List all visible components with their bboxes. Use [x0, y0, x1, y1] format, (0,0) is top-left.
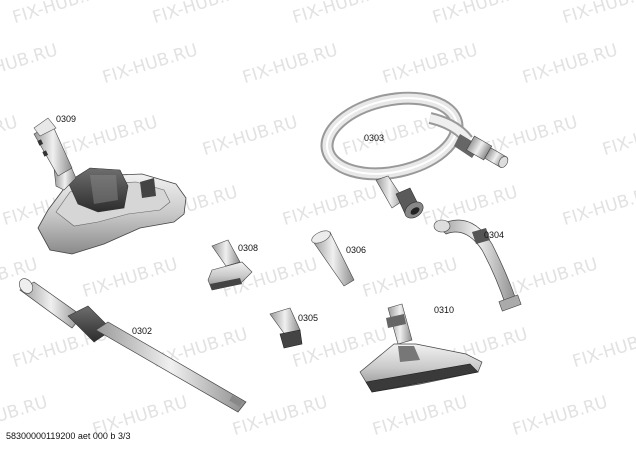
watermark-text: FIX-HUB.RU — [560, 182, 636, 230]
part-0309-floor-nozzle: 0309 — [33, 114, 187, 255]
watermark-text: FIX-HUB.RU — [370, 392, 470, 440]
watermark-text: FIX-HUB.RU — [340, 112, 440, 160]
watermark-text: FIX-HUB.RU — [380, 40, 480, 88]
part-label-0304: 0304 — [484, 230, 504, 240]
watermark-text: FIX-HUB.RU — [80, 254, 180, 302]
part-label-0310: 0310 — [434, 305, 454, 315]
part-0302-telescopic-tube: 0302 — [18, 278, 247, 413]
part-0308-upholstery-nozzle: 0308 — [207, 239, 258, 291]
watermark-text: FIX-HUB.RU — [200, 112, 300, 160]
watermark-text: FIX-HUB.RU — [500, 254, 600, 302]
watermark-text: FIX-HUB.RU — [150, 0, 250, 28]
part-label-0306: 0306 — [346, 245, 366, 255]
watermark-text: FIX-HUB.RU — [570, 324, 636, 372]
watermark-text: FIX-HUB.RU — [560, 0, 636, 28]
watermark-text: FIX-HUB.RU — [290, 0, 390, 28]
part-label-0309: 0309 — [56, 114, 76, 124]
watermark-text: FIX-HUB.RU — [520, 40, 620, 88]
part-label-0302: 0302 — [132, 326, 152, 336]
part-label-0308: 0308 — [238, 243, 258, 253]
part-0310-parquet-nozzle: 0310 — [359, 303, 483, 393]
part-label-0303: 0303 — [364, 133, 384, 143]
watermark-text: FIX-HUB.RU — [360, 254, 460, 302]
part-0304-hose-handle: 0304 — [433, 219, 522, 312]
part-0306-crevice-nozzle: 0306 — [311, 230, 366, 287]
watermark-text: FIX-HUB.RU — [10, 0, 110, 28]
drawing-caption: 58300000119200 aet 000 b 3/3 — [6, 431, 131, 441]
watermark-text: FIX-HUB.RU — [280, 182, 380, 230]
watermark-text: FIX-HUB.RU — [0, 112, 20, 160]
watermark-text: FIX-HUB.RU — [100, 40, 200, 88]
part-0303-suction-hose: 0303 — [320, 91, 509, 219]
watermark-text: FIX-HUB.RU — [510, 392, 610, 440]
watermark-text: FIX-HUB.RU — [0, 40, 60, 88]
watermark-text: FIX-HUB.RU — [430, 0, 530, 28]
watermark-text: FIX-HUB.RU — [230, 392, 330, 440]
part-label-0305: 0305 — [298, 313, 318, 323]
part-0305-small-nozzle: 0305 — [269, 307, 318, 349]
watermark-text: FIX-HUB.RU — [600, 112, 636, 160]
watermark-text: FIX-HUB.RU — [240, 40, 340, 88]
